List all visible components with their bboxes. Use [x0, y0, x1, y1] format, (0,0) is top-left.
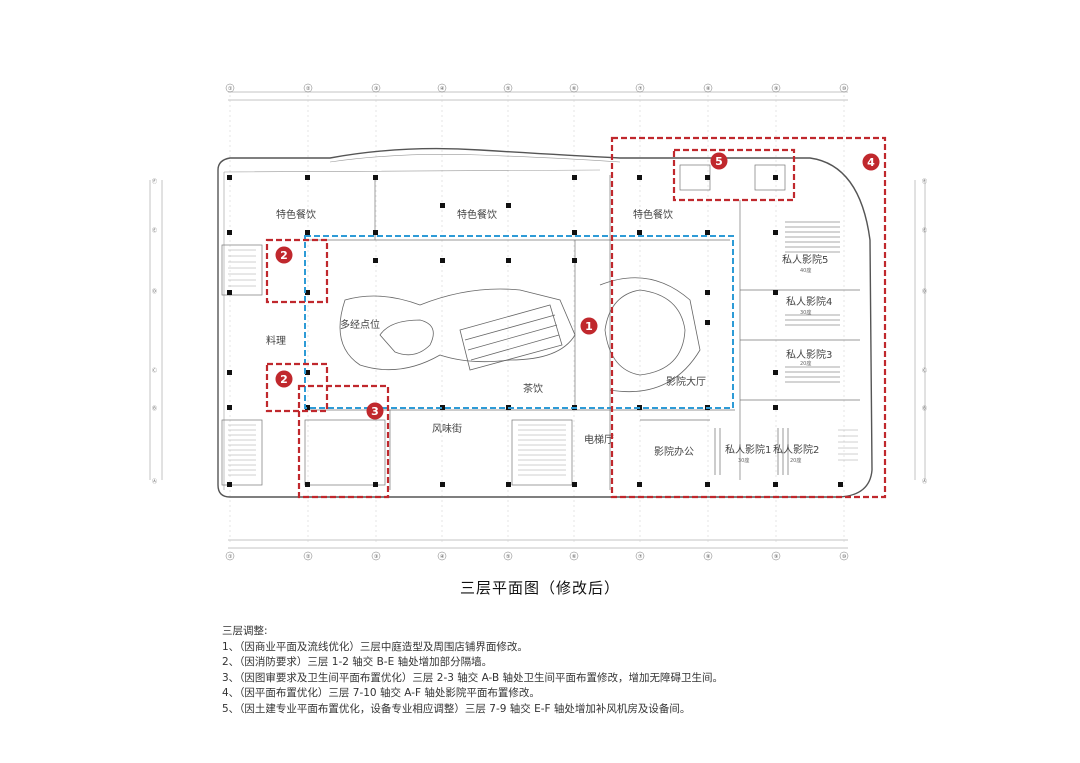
axis-label: ③ [374, 554, 378, 560]
modification-zone-5 [672, 148, 796, 202]
room-label-specialty-dining-3: 特色餐饮 [633, 208, 673, 221]
note-item: 2、（因消防要求）三层 1-2 轴交 B-E 轴处增加部分隔墙。 [222, 655, 723, 671]
axis-label: ④ [440, 554, 445, 560]
axis-label: Ⓕ [152, 178, 157, 185]
axis-label: Ⓒ [152, 367, 157, 374]
axis-label: ⑧ [706, 554, 711, 560]
interior-walls [221, 164, 860, 490]
note-text: （因消防要求）三层 1-2 轴交 B-E 轴处增加部分隔墙。 [239, 656, 493, 668]
axis-label: Ⓓ [152, 288, 157, 295]
room-label-specialty-dining-2: 特色餐饮 [457, 208, 497, 221]
column-axis-labels-top: ① ② ③ ④ ⑤ ⑥ ⑦ ⑧ ⑨ ⑩ [225, 83, 849, 93]
axis-grid [149, 91, 926, 549]
axis-label: ⑥ [572, 554, 577, 560]
room-label-cinema-hall: 影院大厅 [666, 375, 706, 388]
note-item: 4、（因平面布置优化）三层 7-10 轴交 A-F 轴处影院平面布置修改。 [222, 686, 723, 702]
badge-3: 3 [366, 402, 384, 420]
stairs [228, 249, 858, 476]
badge-4-label: 4 [867, 156, 875, 169]
column-axis-labels-bottom: ① ② ③ ④ ⑤ ⑥ ⑦ ⑧ ⑨ ⑩ [225, 551, 849, 561]
axis-label: Ⓐ [922, 478, 927, 485]
note-text: （因平面布置优化）三层 7-10 轴交 A-F 轴处影院平面布置修改。 [239, 687, 540, 699]
cinema-seats [714, 221, 840, 475]
axis-label: ⑦ [638, 86, 643, 92]
axis-label: ⑨ [774, 554, 778, 560]
axis-label: ① [228, 86, 233, 92]
row-axis-labels: Ⓐ Ⓑ Ⓒ Ⓓ Ⓔ Ⓕ Ⓐ Ⓑ Ⓒ Ⓓ Ⓔ Ⓕ [152, 178, 927, 485]
note-number: 4、 [222, 687, 240, 699]
axis-label: ⑩ [842, 86, 847, 92]
badge-5-label: 5 [715, 155, 723, 168]
note-number: 1、 [222, 640, 240, 653]
room-label-private-cinema-2: 私人影院2 [773, 443, 819, 456]
axis-label: Ⓓ [922, 288, 927, 295]
note-number: 3、 [222, 671, 240, 684]
seat-count-4: 30座 [800, 309, 811, 316]
note-item: 1、（因商业平面及流线优化）三层中庭造型及周围店铺界面修改。 [222, 640, 723, 656]
axis-label: Ⓕ [922, 178, 927, 185]
room-label-elevator-hall: 电梯厅 [584, 433, 614, 446]
axis-label: ⑤ [506, 86, 510, 92]
axis-label: ⑧ [706, 86, 711, 92]
badge-3-label: 3 [371, 405, 379, 418]
modification-zone-1 [304, 235, 734, 409]
note-item: 3、（因图审要求及卫生间平面布置优化）三层 2-3 轴交 A-B 轴处卫生间平面… [222, 671, 723, 687]
axis-label: ⑤ [506, 554, 510, 560]
badge-4: 4 [862, 153, 880, 171]
note-text: （因图审要求及卫生间平面布置优化）三层 2-3 轴交 A-B 轴处卫生间平面布置… [239, 671, 724, 684]
axis-label: ① [228, 554, 233, 560]
modification-zones-red [265, 136, 887, 499]
room-label-private-cinema-3: 私人影院3 [786, 348, 832, 361]
room-label-flavor-street: 风味街 [432, 422, 462, 435]
modification-zone-2a [265, 238, 329, 304]
axis-label: ⑩ [842, 554, 847, 560]
note-item: 5、（因土建专业平面布置优化，设备专业相应调整）三层 7-9 轴交 E-F 轴处… [222, 702, 723, 718]
badge-2a: 2 [275, 246, 293, 264]
badge-2b: 2 [275, 370, 293, 388]
badge-2a-label: 2 [280, 249, 288, 262]
note-text: （因商业平面及流线优化）三层中庭造型及周围店铺界面修改。 [239, 640, 528, 653]
drawing-title: 三层平面图（修改后） [459, 579, 620, 597]
modification-zone-2b [265, 362, 329, 413]
room-label-specialty-dining-1: 特色餐饮 [276, 208, 316, 221]
room-label-cuisine: 料理 [266, 334, 286, 347]
room-label-multi-business: 多经点位 [340, 318, 380, 331]
axis-label: Ⓔ [922, 227, 927, 234]
seat-count-5: 40座 [800, 267, 811, 274]
axis-label: ⑨ [774, 86, 778, 92]
axis-label: ② [306, 86, 311, 92]
room-label-private-cinema-1: 私人影院1 [725, 443, 771, 456]
room-label-private-cinema-4: 私人影院4 [786, 295, 832, 308]
note-number: 5、 [222, 702, 240, 715]
badge-1: 1 [580, 317, 598, 335]
room-label-cinema-office: 影院办公 [654, 445, 694, 458]
note-text: （因土建专业平面布置优化，设备专业相应调整）三层 7-9 轴交 E-F 轴处增加… [239, 702, 691, 715]
seat-count-3: 20座 [800, 360, 811, 367]
room-label-dessert: 茶饮 [523, 382, 543, 395]
axis-label: Ⓔ [152, 227, 157, 234]
notes-heading: 三层调整: [222, 625, 268, 637]
modification-zone-3 [297, 384, 390, 499]
axis-label: ③ [374, 86, 378, 92]
axis-label: ⑥ [572, 86, 577, 92]
axis-label: Ⓒ [922, 367, 927, 374]
notes-block: 三层调整: 1、（因商业平面及流线优化）三层中庭造型及周围店铺界面修改。 2、（… [222, 624, 723, 717]
axis-label: ⑦ [638, 554, 643, 560]
axis-label: Ⓐ [152, 478, 157, 485]
axis-label: Ⓑ [152, 405, 157, 412]
axis-label: ② [306, 554, 311, 560]
seat-count-1: 30座 [738, 457, 749, 464]
axis-label: Ⓑ [922, 405, 927, 412]
seat-count-2: 20座 [790, 457, 801, 464]
modification-zone-4 [610, 136, 887, 499]
atrium [339, 277, 701, 393]
badge-2b-label: 2 [280, 373, 288, 386]
room-label-private-cinema-5: 私人影院5 [782, 253, 828, 266]
badge-1-label: 1 [585, 320, 593, 333]
axis-label: ④ [440, 86, 445, 92]
badge-5: 5 [710, 152, 728, 170]
note-number: 2、 [222, 656, 240, 668]
